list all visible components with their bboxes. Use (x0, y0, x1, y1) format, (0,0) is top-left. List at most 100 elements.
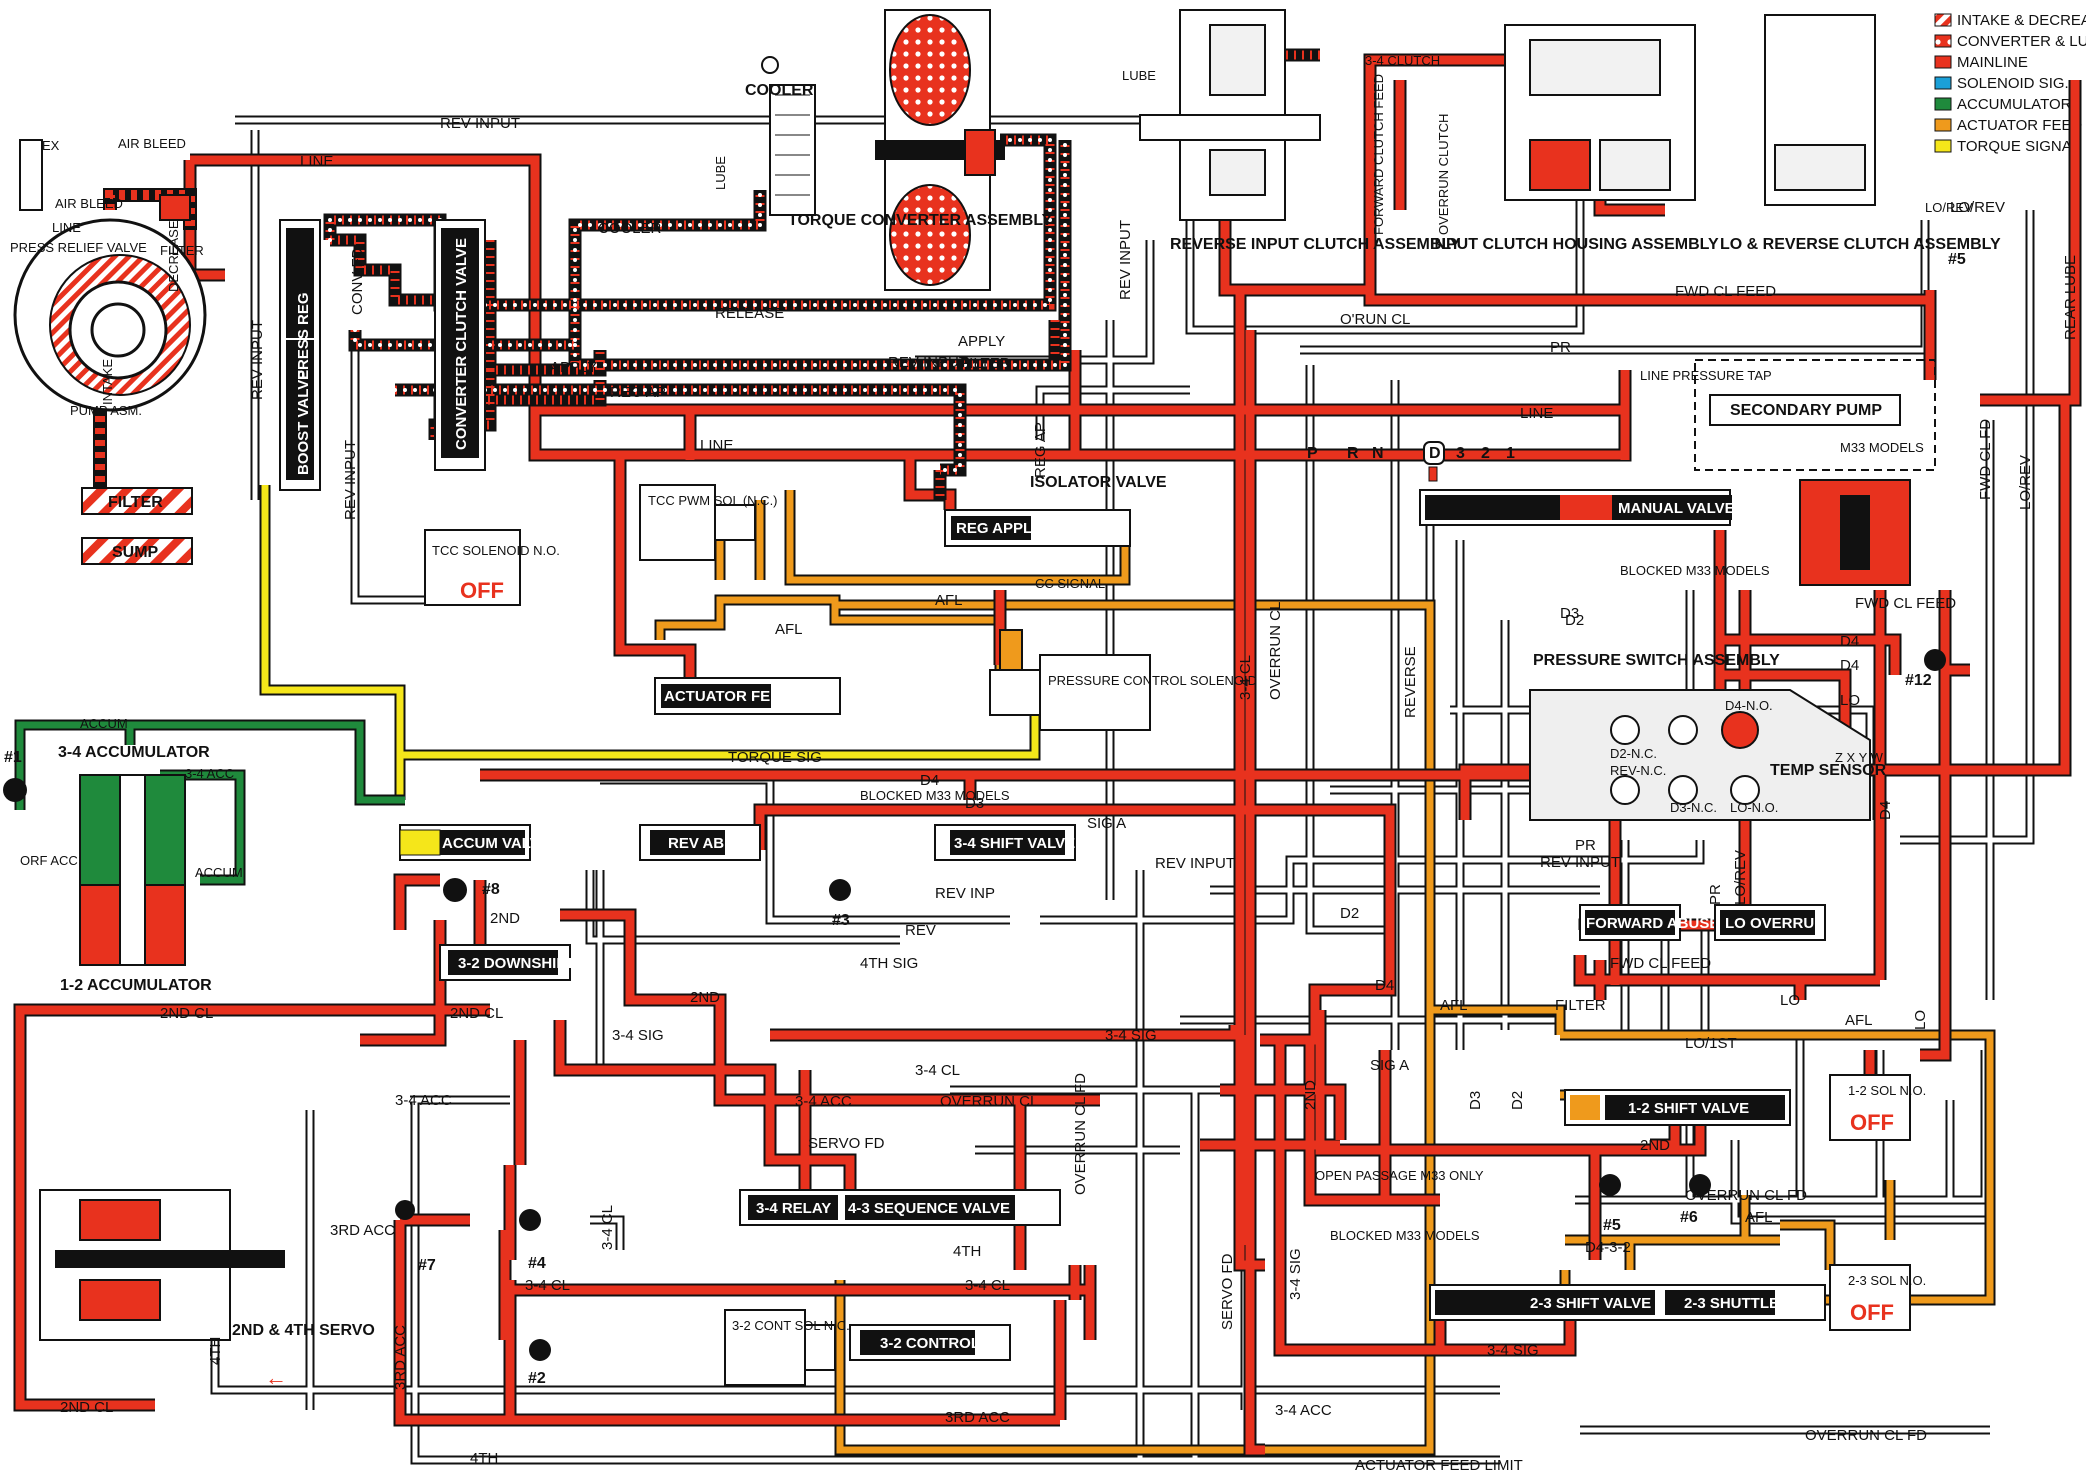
apply-label: APPLY (958, 333, 1005, 350)
secondary-pump: SECONDARY PUMP M33 MODELS LINE PRESSURE … (1640, 359, 1936, 471)
accum-12-label: 1-2 ACCUMULATOR (60, 977, 212, 994)
forward-abuse-label: FORWARD ABUSE (1586, 915, 1719, 932)
cc-signal-label: CC SIGNAL (1035, 576, 1105, 591)
converter-lube-dots (328, 138, 1067, 472)
checkballs: #4 #2 #3 #5 #6 #7 #12 (395, 649, 1946, 1387)
overrun-clutch-label: OVERRUN CLUTCH (1436, 114, 1451, 235)
gear-3: 3 (1456, 445, 1465, 462)
legend-item-torque: TORQUE SIGNAL (1934, 138, 2080, 155)
d3-label: D3 (965, 795, 984, 812)
3-4-sig-label: 3-4 SIG (612, 1027, 664, 1044)
rev-inp-label: REV INP (935, 885, 995, 902)
m33-models-label: M33 MODELS (1840, 440, 1924, 455)
reverse-input-clutch: REVERSE INPUT CLUTCH ASSEMBLY LUBE (1122, 9, 1461, 253)
lo-1st-label: LO/1ST (1685, 1035, 1737, 1052)
reverse-input-label: REVERSE INPUT CLUTCH ASSEMBLY (1170, 236, 1461, 253)
d4-vert: D4 (1877, 801, 1894, 820)
2nd-cl-label-3: 2ND CL (60, 1399, 113, 1416)
2nd-label-3: 2ND (1640, 1137, 1670, 1154)
decrease-label: DECREASE (166, 220, 181, 292)
actuator-feed-limit-label: ACTUATOR FEED LIMIT (664, 688, 834, 705)
converter-clutch-valve: CONVERTER CLUTCH VALVE TCC SOLENOID N.O.… (424, 219, 560, 606)
2nd-cl-label-2: 2ND CL (160, 1005, 213, 1022)
gear-r: R (1347, 445, 1359, 462)
afl-label-4: AFL (1745, 1209, 1773, 1226)
servo-24: 2ND & 4TH SERVO ← (39, 1189, 375, 1390)
rev-label: REV (905, 922, 936, 939)
apply-label-2: APPLY (550, 359, 597, 376)
conv-fd-label: CONV FD (349, 247, 366, 315)
legend-item-intake: INTAKE & DECREASE (1934, 12, 2086, 29)
gear-1: 1 (1506, 445, 1515, 462)
2nd-label-2: 2ND (690, 989, 720, 1006)
shift-23-label: 2-3 SHIFT VALVE (1530, 1295, 1651, 1312)
lube-label: LUBE (713, 156, 728, 190)
gear-d: D (1429, 445, 1441, 462)
sump-block (81, 537, 193, 565)
line-tap-label: LINE PRESSURE TAP (1640, 368, 1772, 383)
legend-item-solenoid: SOLENOID SIG. (1934, 75, 2069, 92)
lo-overrun-valve: LO OVERRUN (1714, 904, 1826, 941)
accumulator-34: 3-4 ACCUMULATOR 1-2 ACCUMULATOR 3-4 ACC … (3, 716, 243, 994)
d3-label-2: D3 (1560, 605, 1579, 622)
legend-item-converter: CONVERTER & LUBE (1934, 33, 2086, 50)
sol-32-label: 3-2 CONT SOL N.C. (732, 1318, 850, 1333)
torque-converter-label: TORQUE CONVERTER ASSEMBLY (788, 212, 1053, 229)
lo-rev-label-2: LO/REV (1950, 199, 2005, 216)
cooler-passage-label: COOLER (598, 220, 662, 237)
shift-34-valve: 3-4 SHIFT VALVE BLOCKED M33 MODELS (860, 788, 1076, 861)
3-4-acc-label-2: 3-4 ACC (795, 1093, 852, 1110)
secondary-pump-label: SECONDARY PUMP (1730, 402, 1882, 419)
accum-label: ACCUM (195, 865, 243, 880)
filter-small-label-2: FILTER (1555, 997, 1606, 1014)
4th-vert: 4TH (207, 1337, 224, 1365)
accum-valve: ACCUM VALVE (399, 824, 550, 861)
pump-label: PUMP ASM. (70, 403, 142, 418)
downshift-32-valve: 3-2 DOWNSHIFT #8 (439, 878, 575, 981)
4th-label-2: 4TH (470, 1450, 498, 1467)
relay-sequence-valves: 3-4 RELAY 4-3 SEQUENCE VALVE (739, 1189, 1061, 1226)
d432-label: D4-3-2 (1585, 1239, 1631, 1256)
forward-clutch-feed-label: FORWARD CLUTCH FEED (1371, 74, 1386, 235)
3rd-acc-vert: 3RD ACC (392, 1325, 409, 1390)
legend: INTAKE & DECREASE CONVERTER & LUBE MAINL… (1934, 12, 2086, 155)
servo-arrow-icon: ← (265, 1365, 287, 1390)
passage-labels: REV INPUT LINE COOLER RELEASE APPLY APPL… (60, 115, 2079, 1473)
isolator-label: ISOLATOR VALVE (1030, 474, 1167, 491)
lo-overrun-feed-valve: BLOCKED M33 MODELS (1620, 479, 1911, 586)
shuttle-23-label: 2-3 SHUTTLE (1684, 1295, 1779, 1312)
legend-label: TORQUE SIGNAL (1957, 138, 2080, 155)
legend-label: ACCUMULATOR (1957, 96, 2072, 113)
boost-valve-label: BOOST VALVE (295, 370, 312, 475)
checkball-7-label: #7 (418, 1257, 436, 1274)
line-label-top: LINE (300, 153, 333, 170)
oruncl-label: O'RUN CL (1340, 311, 1410, 328)
2nd-label: 2ND (490, 910, 520, 927)
3-4-sig-label-2: 3-4 SIG (1105, 1027, 1157, 1044)
downshift-32-label: 3-2 DOWNSHIFT (458, 955, 575, 972)
reg-apply-valve: REG APPLY ISOLATOR VALVE CC SIGNAL (944, 474, 1167, 591)
rev-input-label-2: REV INPUT (888, 354, 968, 371)
pr-vert: PR (1707, 884, 1724, 905)
tcc-state: OFF (460, 578, 504, 603)
switch-zxyw: Z X Y W (1835, 750, 1884, 765)
line-label-left: LINE (700, 437, 733, 454)
cooler-assembly: COOLER LUBE (713, 56, 816, 216)
lo-reverse-clutch: LO & REVERSE CLUTCH ASSEMBLY LO/REV #5 (1720, 14, 2001, 268)
blocked-m33-c: BLOCKED M33 MODELS (1620, 563, 1770, 578)
pressure-control-label: PRESSURE CONTROL SOLENOID (1048, 673, 1257, 688)
switch-d3: D3-N.C. (1670, 800, 1717, 815)
cooler-label: COOLER (745, 82, 814, 99)
gear-2: 2 (1481, 445, 1490, 462)
fwd-cl-feed-label-2: FWD CL FEED (1855, 595, 1956, 612)
temp-sensor-label: TEMP SENSOR (1770, 762, 1887, 779)
reg-ap-label: REG AP (610, 384, 666, 401)
switch-lo: LO-N.O. (1730, 800, 1778, 815)
forward-abuse-valve: FORWARD ABUSE (1579, 904, 1719, 941)
servo-label: 2ND & 4TH SERVO (232, 1322, 375, 1339)
press-reg-label: PRESS REG (295, 292, 312, 380)
checkball-1-label: #1 (4, 749, 22, 766)
checkball-6-label: #6 (1680, 1209, 1698, 1226)
pump-assembly: PRESS RELIEF VALVE PUMP ASM. FILTER LINE… (10, 136, 207, 418)
d2-label-2: D2 (1565, 612, 1584, 629)
